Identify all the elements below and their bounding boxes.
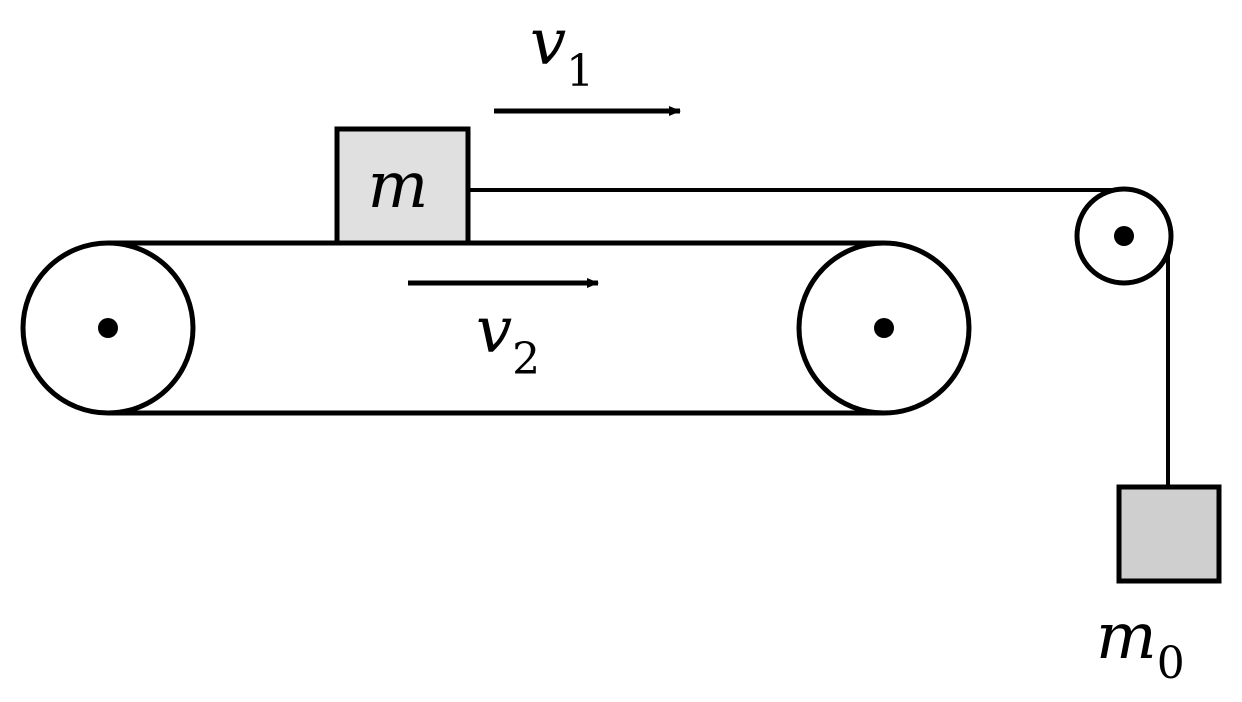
velocity-v1-subscript: 1 (566, 46, 594, 97)
velocity-v2-symbol: v (476, 294, 512, 368)
pulley-axle (1114, 226, 1134, 246)
left-roller-axle (98, 318, 118, 338)
block-m (334, 126, 471, 246)
block-m-label: m (368, 149, 429, 223)
right-roller-axle (874, 318, 894, 338)
conveyor-belt (20, 240, 972, 416)
velocity-v2-label: v2 (476, 294, 540, 385)
velocity-v1-label: v1 (530, 6, 594, 97)
block-m0 (1116, 484, 1222, 584)
block-m0-subscript: 0 (1157, 638, 1185, 689)
velocity-v2-subscript: 2 (512, 334, 540, 385)
block-m0-symbol: m (1096, 600, 1157, 674)
velocity-v1-symbol: v (530, 6, 566, 80)
block-m0-label: m0 (1096, 600, 1185, 689)
pulley (1074, 186, 1174, 286)
